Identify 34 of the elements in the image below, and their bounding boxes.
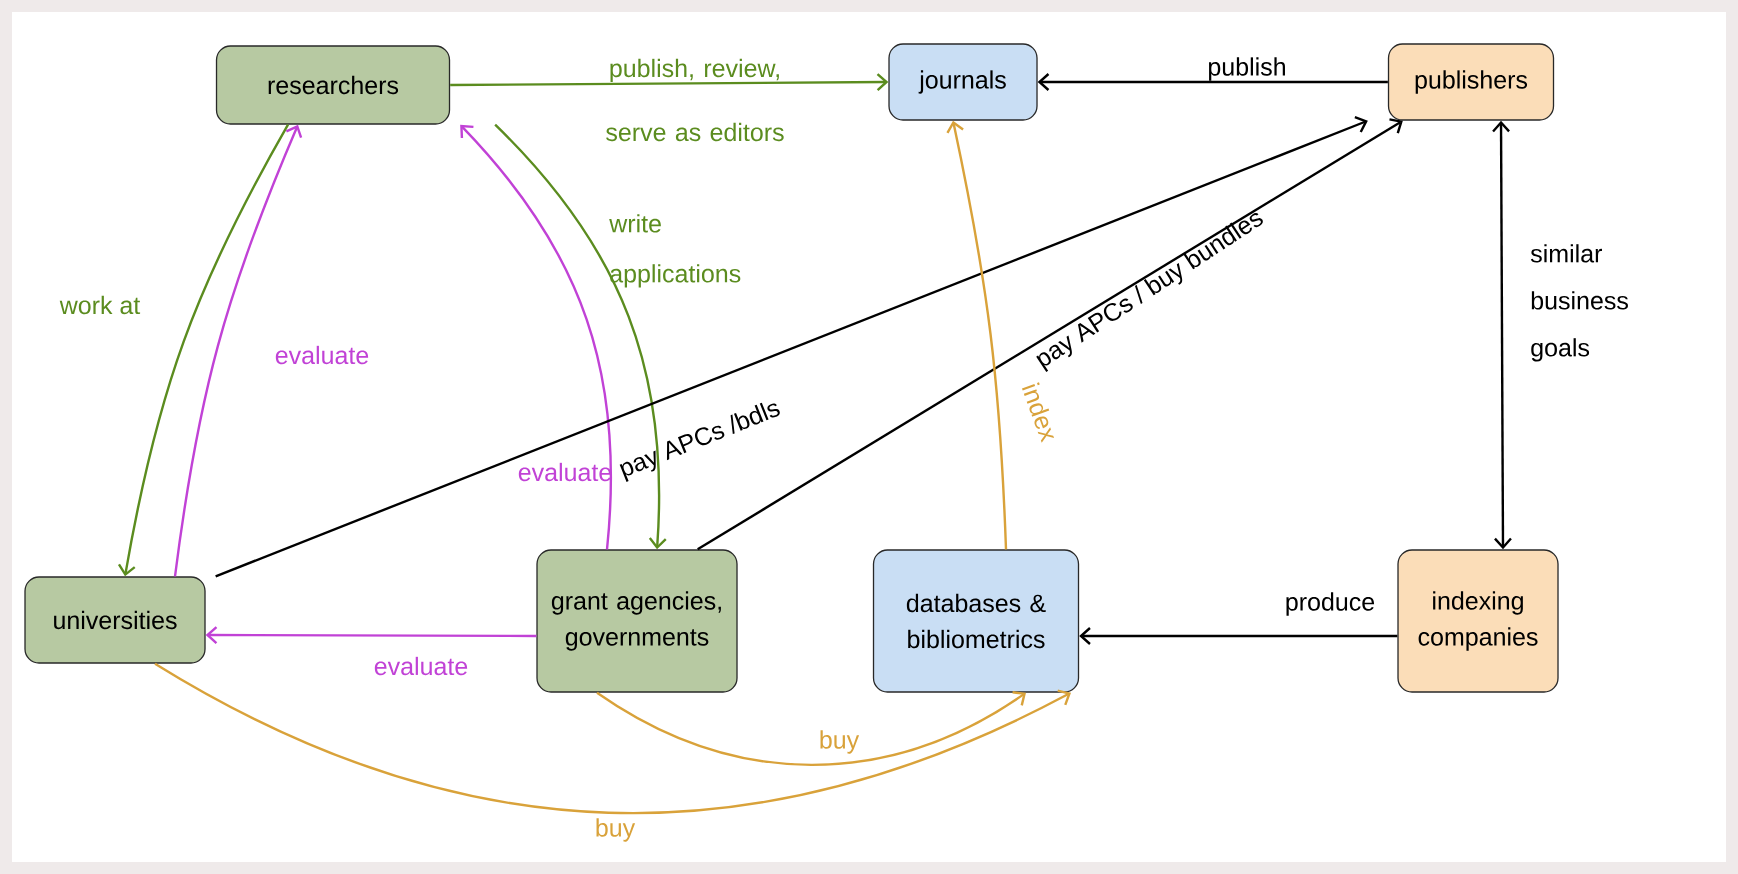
arrow: [173, 124, 303, 577]
edge-label: similar business goals: [1530, 244, 1628, 362]
edge-label: buy: [820, 730, 860, 754]
entity-box: databases & bibliometrics: [872, 549, 1080, 693]
entity-box: universities: [24, 576, 206, 664]
edge-label: evaluate: [275, 345, 369, 365]
arrow: [596, 691, 1026, 766]
entity-box: indexing companies: [1397, 549, 1559, 693]
entity-box: grant agencies, governments: [536, 549, 738, 693]
edge-label: publish: [1209, 57, 1285, 81]
arrow: [205, 626, 537, 644]
arrow: [117, 124, 290, 577]
edge-label: write applications: [609, 214, 741, 288]
edge-label: index: [1021, 382, 1055, 443]
edge-label: evaluate: [374, 656, 468, 676]
edge-label: publish, review, serve as editors: [606, 58, 784, 142]
arrow: [1037, 73, 1388, 91]
arrow: [215, 116, 1368, 578]
edge-label: evaluate: [518, 462, 612, 482]
arrow: [460, 124, 613, 550]
entity-box: publishers: [1387, 43, 1555, 121]
arrow: [450, 73, 889, 91]
edge-label: buy: [596, 818, 636, 842]
edge-label: work at: [59, 295, 141, 315]
entity-box: researchers: [215, 45, 451, 125]
edge-label: pay APCs /bdls: [619, 402, 780, 482]
entity-box: journals: [888, 43, 1038, 121]
arrow: [494, 123, 667, 550]
arrow: [1492, 120, 1512, 550]
arrow: [154, 662, 1071, 814]
arrow: [1079, 627, 1398, 645]
edge-label: produce: [1286, 592, 1375, 616]
arrow: [697, 118, 1403, 551]
arrow: [946, 120, 1008, 550]
